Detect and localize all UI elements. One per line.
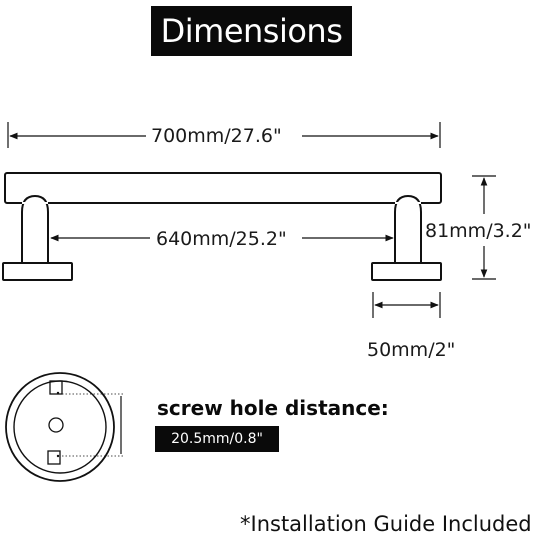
base-plate-top-view — [5, 372, 123, 482]
title-banner: Dimensions — [151, 6, 352, 56]
base-width-dimension — [372, 292, 441, 318]
screw-hole-value-badge: 20.5mm/0.8" — [155, 426, 279, 452]
height-label: 81mm/3.2" — [425, 220, 532, 242]
screw-hole-value: 20.5mm/0.8" — [171, 431, 263, 447]
installation-footnote: *Installation Guide Included — [240, 512, 532, 536]
height-dimension — [472, 175, 496, 280]
bar-tube — [4, 172, 442, 204]
center-hole — [48, 417, 64, 433]
left-base-plate — [2, 262, 73, 281]
grab-bar — [2, 172, 442, 281]
plate-outer-circle — [5, 372, 115, 482]
lower-screw-slot — [47, 450, 61, 465]
right-post — [394, 194, 422, 263]
title-text: Dimensions — [160, 12, 343, 50]
upper-screw-slot — [49, 380, 63, 395]
inner-length-label: 640mm/25.2" — [156, 228, 287, 250]
overall-length-label: 700mm/27.6" — [151, 125, 282, 147]
screw-hole-heading: screw hole distance: — [157, 396, 389, 420]
base-width-label: 50mm/2" — [367, 339, 456, 361]
right-base-plate — [371, 262, 442, 281]
left-post — [21, 194, 49, 263]
overall-length-dimension — [7, 122, 441, 148]
